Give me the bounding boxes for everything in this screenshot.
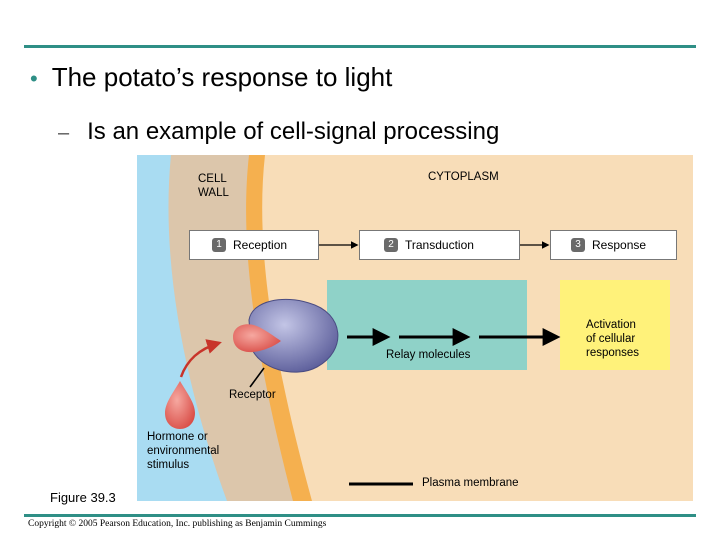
cell-wall-label: CELL WALL [198, 173, 229, 199]
title-bullet: • The potato’s response to light [30, 62, 392, 93]
slide-title: The potato’s response to light [51, 62, 393, 92]
reception-box: 1 Reception [189, 230, 319, 260]
activation-box [560, 280, 670, 370]
response-box: 3 Response [550, 230, 677, 260]
relay-molecules-label: Relay molecules [386, 349, 471, 361]
dash-marker: – [58, 122, 70, 144]
step-number-2: 2 [384, 238, 398, 252]
hormone-label: Hormone or environmental stimulus [147, 431, 220, 471]
cytoplasm-label: CYTOPLASM [428, 171, 499, 183]
transduction-box: 2 Transduction [359, 230, 520, 260]
slide-subtitle: Is an example of cell-signal processing [87, 118, 500, 145]
activation-label: Activation of cellular responses [586, 319, 640, 359]
reception-label: Reception [233, 238, 288, 252]
free-hormone [165, 381, 195, 429]
signal-diagram: CELL WALL CYTOPLASM 1 Reception 2 Transd… [137, 155, 693, 501]
bullet-marker: • [30, 66, 38, 91]
extracellular-region [137, 155, 227, 501]
copyright-text: Copyright © 2005 Pearson Education, Inc.… [28, 519, 327, 529]
top-divider [24, 45, 696, 48]
step-number-1: 1 [212, 238, 226, 252]
step-number-3: 3 [571, 238, 585, 252]
bottom-divider [24, 514, 696, 517]
subtitle-bullet: – Is an example of cell-signal processin… [58, 118, 499, 146]
relay-box [327, 280, 527, 370]
figure-label: Figure 39.3 [50, 490, 116, 505]
receptor-protein [248, 298, 339, 373]
response-label: Response [592, 238, 647, 252]
receptor-label: Receptor [229, 389, 276, 401]
receptor-pointer [249, 367, 265, 388]
plasma-membrane-label: Plasma membrane [422, 477, 519, 489]
binding-arrow [179, 339, 222, 378]
bound-hormone [233, 324, 281, 353]
transduction-label: Transduction [405, 238, 474, 252]
diagram-graphic [137, 155, 693, 501]
